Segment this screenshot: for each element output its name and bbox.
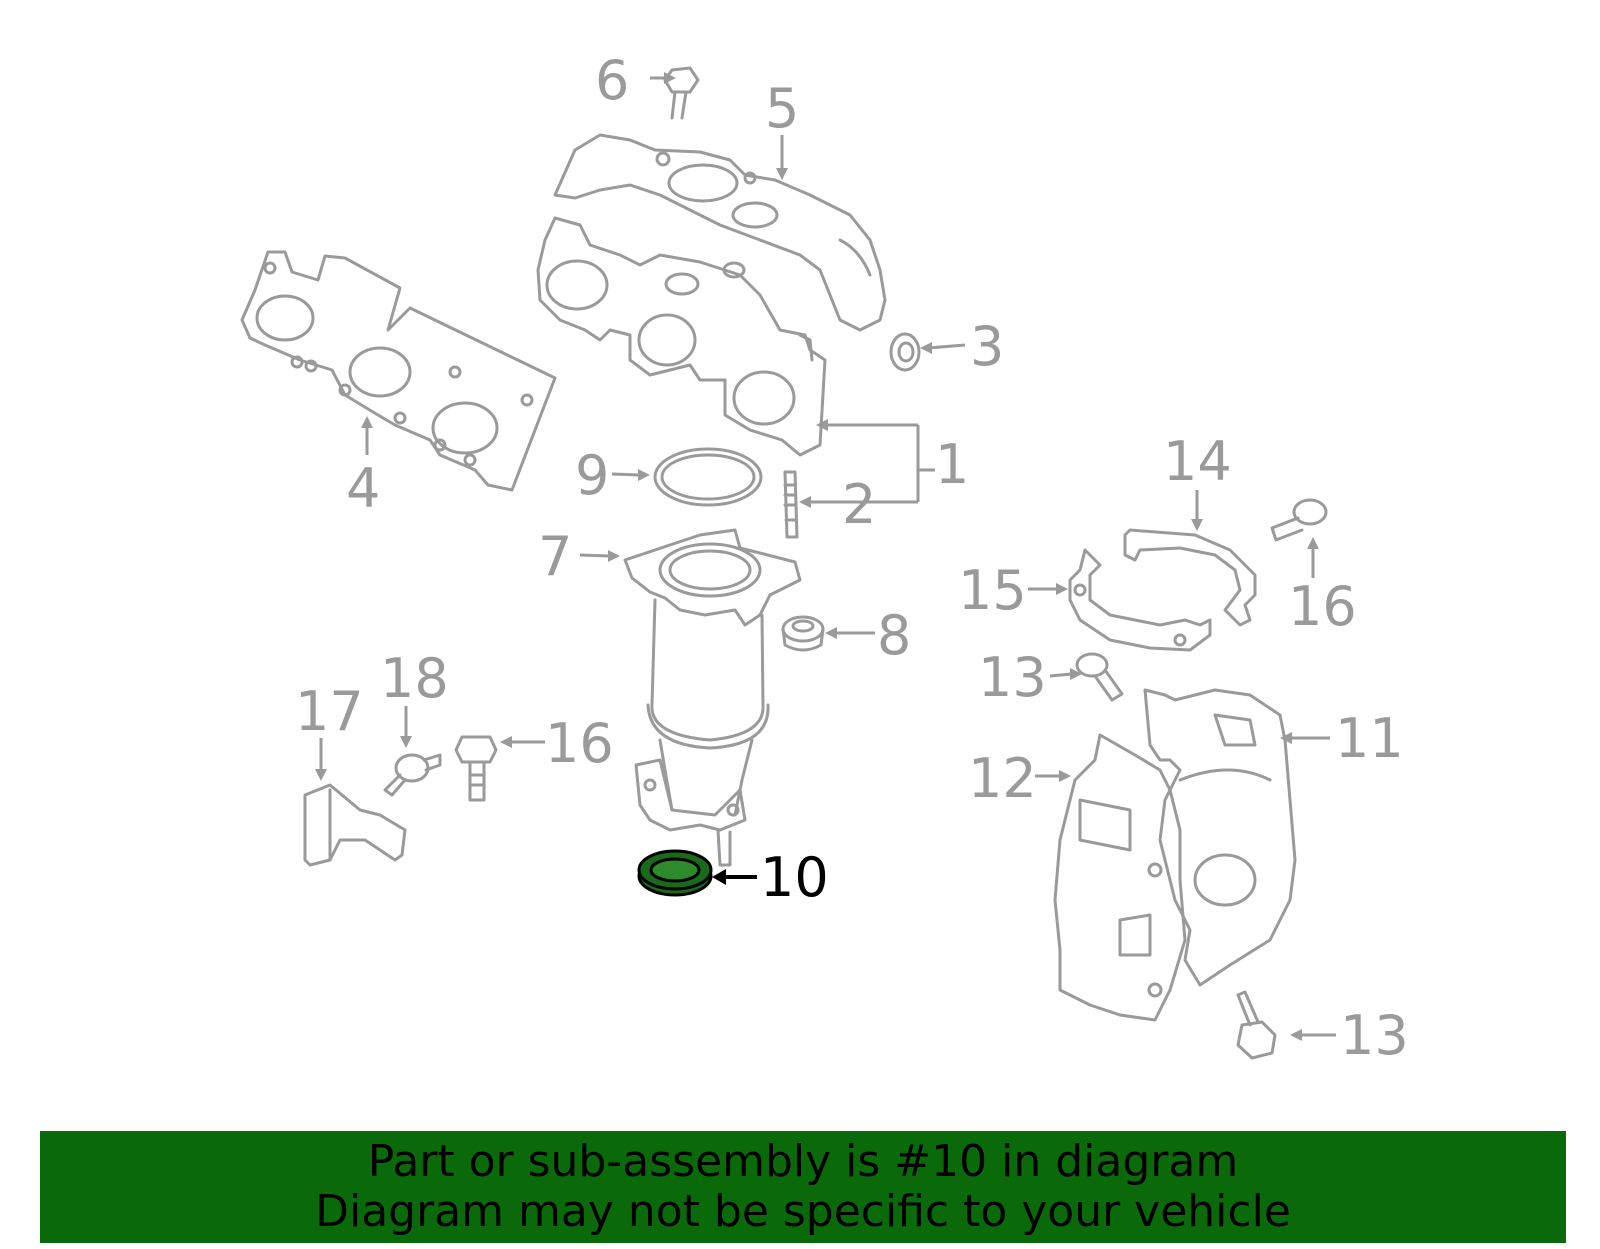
part-1-exhaust-manifold[interactable] — [536, 216, 827, 457]
callout-7: 7 — [538, 525, 572, 588]
part-17-bracket[interactable] — [303, 783, 407, 867]
callout-1: 1 — [935, 433, 969, 496]
banner-line-2: Diagram may not be specific to your vehi… — [315, 1186, 1291, 1237]
part-10-gasket-highlighted[interactable] — [637, 849, 713, 897]
part-15-clamp[interactable] — [1068, 548, 1212, 652]
part-11-heat-shield[interactable] — [1143, 688, 1297, 987]
callout-13-upper: 13 — [978, 646, 1047, 709]
callout-14: 14 — [1163, 430, 1232, 493]
callout-15: 15 — [958, 559, 1027, 622]
callout-labels: 6 5 3 1 2 4 9 7 8 16 18 17 10 14 15 16 1… — [295, 49, 1409, 1067]
callout-11: 11 — [1335, 707, 1404, 770]
part-13-bolt-lower[interactable] — [1236, 990, 1277, 1060]
callout-4: 4 — [346, 457, 380, 520]
part-14-clamp[interactable] — [1123, 528, 1257, 627]
part-8-nut[interactable] — [781, 615, 825, 652]
callout-8: 8 — [877, 604, 911, 667]
callout-13-lower: 13 — [1340, 1004, 1409, 1067]
parts-diagram: 6 5 3 1 2 4 9 7 8 16 18 17 10 14 15 16 1… — [240, 49, 1409, 1067]
banner-line-1: Part or sub-assembly is #10 in diagram — [367, 1136, 1239, 1187]
part-16-bolt-left[interactable] — [454, 735, 498, 802]
part-2-stud[interactable] — [783, 470, 799, 539]
part-13-bolt-upper[interactable] — [1075, 652, 1124, 702]
callout-5: 5 — [765, 77, 799, 140]
part-4-manifold-gasket[interactable] — [240, 250, 557, 492]
callout-18: 18 — [380, 647, 449, 710]
callout-6: 6 — [595, 49, 629, 112]
part-5-upper-heat-shield[interactable] — [553, 133, 887, 332]
part-9-gasket[interactable] — [653, 447, 763, 507]
callout-16-right: 16 — [1288, 575, 1357, 638]
part-18-stud-bolt[interactable] — [383, 753, 442, 797]
callout-17: 17 — [295, 680, 364, 743]
callout-2: 2 — [842, 473, 876, 536]
callout-9: 9 — [575, 444, 609, 507]
part-3-nut[interactable] — [889, 332, 921, 372]
callout-12: 12 — [968, 747, 1037, 810]
info-banner: Part or sub-assembly is #10 in diagram D… — [40, 1131, 1566, 1243]
leader-lines — [315, 72, 1336, 1041]
callout-3: 3 — [970, 315, 1004, 378]
leader-10-highlighted — [712, 869, 757, 885]
callout-10-highlighted: 10 — [760, 846, 829, 909]
callout-16-left: 16 — [545, 712, 614, 775]
part-7-catalytic-converter[interactable] — [623, 528, 802, 867]
part-16-bolt-right[interactable] — [1270, 498, 1328, 542]
part-12-heat-shield[interactable] — [1053, 733, 1187, 1022]
